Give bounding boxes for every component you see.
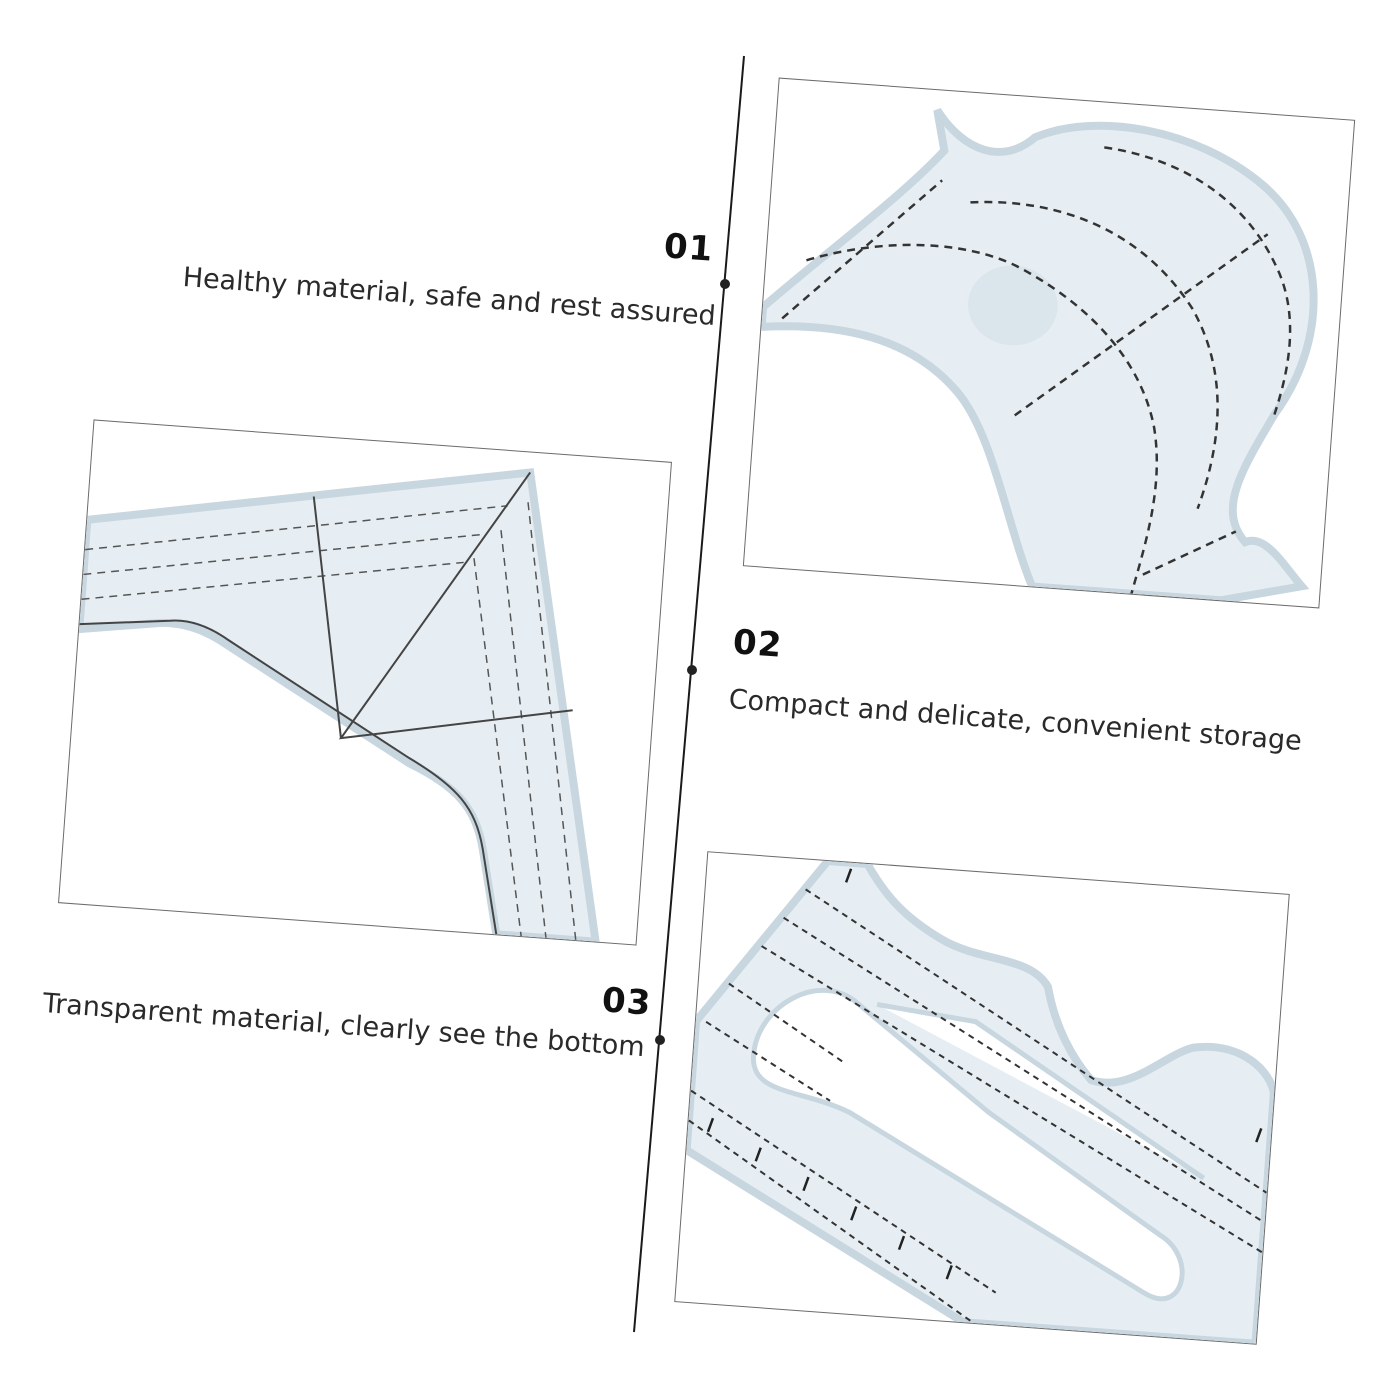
feature-number-1: 01	[662, 226, 715, 270]
timeline-dot-3	[655, 1035, 665, 1045]
timeline-dot-2	[687, 665, 697, 675]
feature-number-3: 03	[600, 980, 653, 1024]
product-photo-1	[742, 77, 1356, 609]
timeline-dot-1	[720, 279, 730, 289]
slotted-ruler-closeup-icon	[682, 856, 1278, 1344]
curved-ruler-closeup-icon	[757, 107, 1318, 605]
corner-ruler-closeup-icon	[75, 468, 601, 945]
product-photo-2	[58, 419, 672, 946]
feature-number-2: 02	[731, 622, 784, 666]
product-photo-3	[674, 851, 1290, 1345]
